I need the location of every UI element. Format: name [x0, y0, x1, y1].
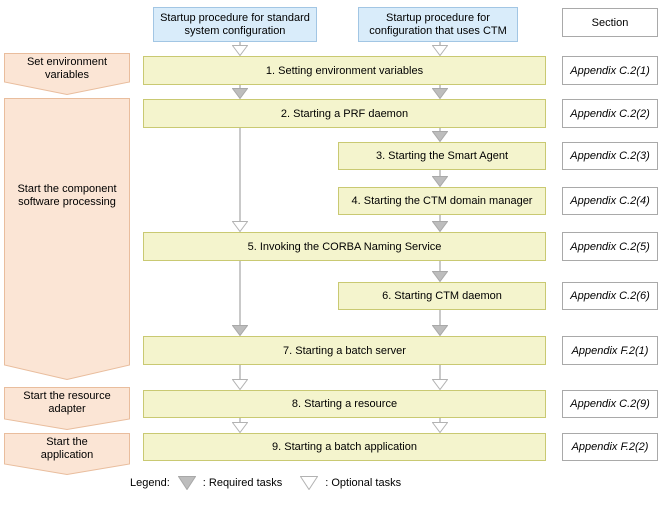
- connector: [432, 85, 448, 99]
- connector: [232, 261, 248, 336]
- step-box-4: 4. Starting the CTM domain manager: [338, 187, 546, 215]
- connector: [232, 128, 248, 232]
- section-ref-7: Appendix F.2(1): [562, 336, 658, 365]
- connector: [432, 418, 448, 433]
- required-task-icon: [177, 476, 196, 490]
- required-arrow-icon: [232, 88, 248, 99]
- connector: [232, 42, 248, 56]
- required-arrow-icon: [232, 325, 248, 336]
- required-arrow-icon: [432, 176, 448, 187]
- connector: [232, 418, 248, 433]
- connector: [432, 310, 448, 336]
- section-ref-6: Appendix C.2(6): [562, 282, 658, 310]
- connector: [232, 365, 248, 390]
- required-arrow-icon: [432, 131, 448, 142]
- legend-title: Legend:: [130, 477, 170, 489]
- section-ref-3: Appendix C.2(3): [562, 142, 658, 170]
- section-ref-5: Appendix C.2(5): [562, 232, 658, 261]
- required-arrow-icon: [432, 88, 448, 99]
- column-header-standard: Startup procedure for standard system co…: [153, 7, 317, 42]
- phase-start-application: Start the application: [4, 433, 130, 475]
- column-header-ctm: Startup procedure for configuration that…: [358, 7, 518, 42]
- connector: [432, 215, 448, 232]
- optional-arrow-icon: [432, 379, 448, 390]
- section-ref-9: Appendix F.2(2): [562, 433, 658, 461]
- connector: [432, 128, 448, 142]
- legend: Legend: : Required tasks : Optional task…: [130, 476, 401, 490]
- step-box-1: 1. Setting environment variables: [143, 56, 546, 85]
- required-arrow-icon: [432, 325, 448, 336]
- step-box-8: 8. Starting a resource: [143, 390, 546, 418]
- phase-label: Set environment variables: [26, 56, 108, 81]
- step-box-5: 5. Invoking the CORBA Naming Service: [143, 232, 546, 261]
- phase-label: Start the component software processing: [17, 183, 117, 208]
- phase-start-component-software: Start the component software processing: [4, 98, 130, 380]
- connector: [232, 85, 248, 99]
- optional-arrow-icon: [432, 45, 448, 56]
- optional-task-icon: [300, 476, 319, 490]
- optional-arrow-icon: [232, 221, 248, 232]
- optional-arrow-icon: [232, 422, 248, 433]
- section-ref-1: Appendix C.2(1): [562, 56, 658, 85]
- connector: [432, 42, 448, 56]
- phase-set-environment-variables: Set environment variables: [4, 53, 130, 95]
- required-arrow-icon: [432, 221, 448, 232]
- section-ref-2: Appendix C.2(2): [562, 99, 658, 128]
- step-box-9: 9. Starting a batch application: [143, 433, 546, 461]
- section-ref-4: Appendix C.2(4): [562, 187, 658, 215]
- column-header-section: Section: [562, 8, 658, 37]
- required-arrow-icon: [432, 271, 448, 282]
- legend-optional-label: : Optional tasks: [325, 477, 402, 489]
- section-ref-8: Appendix C.2(9): [562, 390, 658, 418]
- step-box-3: 3. Starting the Smart Agent: [338, 142, 546, 170]
- step-box-7: 7. Starting a batch server: [143, 336, 546, 365]
- connector: [432, 170, 448, 187]
- legend-required-label: : Required tasks: [202, 477, 283, 489]
- step-box-6: 6. Starting CTM daemon: [338, 282, 546, 310]
- connector: [432, 365, 448, 390]
- connector: [432, 261, 448, 282]
- step-box-2: 2. Starting a PRF daemon: [143, 99, 546, 128]
- phase-start-resource-adapter: Start the resource adapter: [4, 387, 130, 430]
- optional-arrow-icon: [232, 45, 248, 56]
- optional-arrow-icon: [232, 379, 248, 390]
- optional-arrow-icon: [432, 422, 448, 433]
- phase-label: Start the application: [40, 436, 94, 461]
- phase-label: Start the resource adapter: [23, 390, 111, 415]
